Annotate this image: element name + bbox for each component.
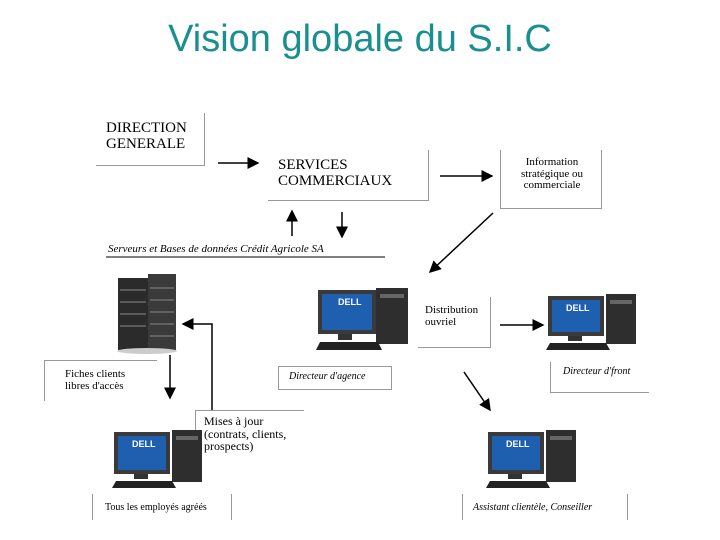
computer-assistant-icon: DELL <box>486 428 582 490</box>
distribution-box: Distribution ouvriel <box>418 297 491 348</box>
directeur-agence-box: Directeur d'agence <box>278 366 392 390</box>
monitor-brand-label: DELL <box>338 298 362 307</box>
computer-employes-icon: DELL <box>112 428 208 490</box>
mises-a-jour-label: Mises à jour (contrats, clients, prospec… <box>204 415 286 453</box>
fiches-clients-box: Fiches clients libres d'accès <box>44 360 157 401</box>
tous-employes-box: Tous les employés agréés <box>92 494 232 520</box>
information-strategique-box: Information stratégique ou commerciale <box>500 150 602 209</box>
directeur-front-label: Directeur d'front <box>563 367 630 378</box>
fiches-clients-label: Fiches clients libres d'accès <box>65 369 125 392</box>
information-strategique-label: Information stratégique ou commerciale <box>511 157 593 192</box>
directeur-agence-label: Directeur d'agence <box>289 372 365 383</box>
directeur-front-box: Directeur d'front <box>550 362 649 393</box>
assistant-clientele-label: Assistant clientèle, Conseiller <box>473 503 592 514</box>
direction-generale-label: DIRECTION GENERALE <box>106 121 187 153</box>
arrow-information-to-distribution <box>430 213 493 272</box>
direction-generale-box: DIRECTION GENERALE <box>96 113 205 166</box>
server-rack-icon <box>114 270 180 354</box>
arrow-mises-to-server <box>183 324 212 410</box>
computer-distribution-icon: DELL <box>316 286 412 352</box>
arrow-agence-to-assistant <box>464 372 490 410</box>
serveurs-bases-label: Serveurs et Bases de données Crédit Agri… <box>108 244 324 256</box>
services-commerciaux-label: SERVICES COMMERCIAUX <box>278 158 392 190</box>
tous-employes-label: Tous les employés agréés <box>105 503 207 514</box>
services-commerciaux-box: SERVICES COMMERCIAUX <box>268 150 429 201</box>
assistant-clientele-box: Assistant clientèle, Conseiller <box>462 494 628 520</box>
distribution-label: Distribution ouvriel <box>425 305 478 328</box>
monitor-brand-label: DELL <box>132 440 156 449</box>
monitor-brand-label: DELL <box>506 440 530 449</box>
monitor-brand-label: DELL <box>566 304 590 313</box>
mises-a-jour-box: Mises à jour (contrats, clients, prospec… <box>195 410 304 469</box>
computer-directeur-front-icon: DELL <box>546 292 642 352</box>
